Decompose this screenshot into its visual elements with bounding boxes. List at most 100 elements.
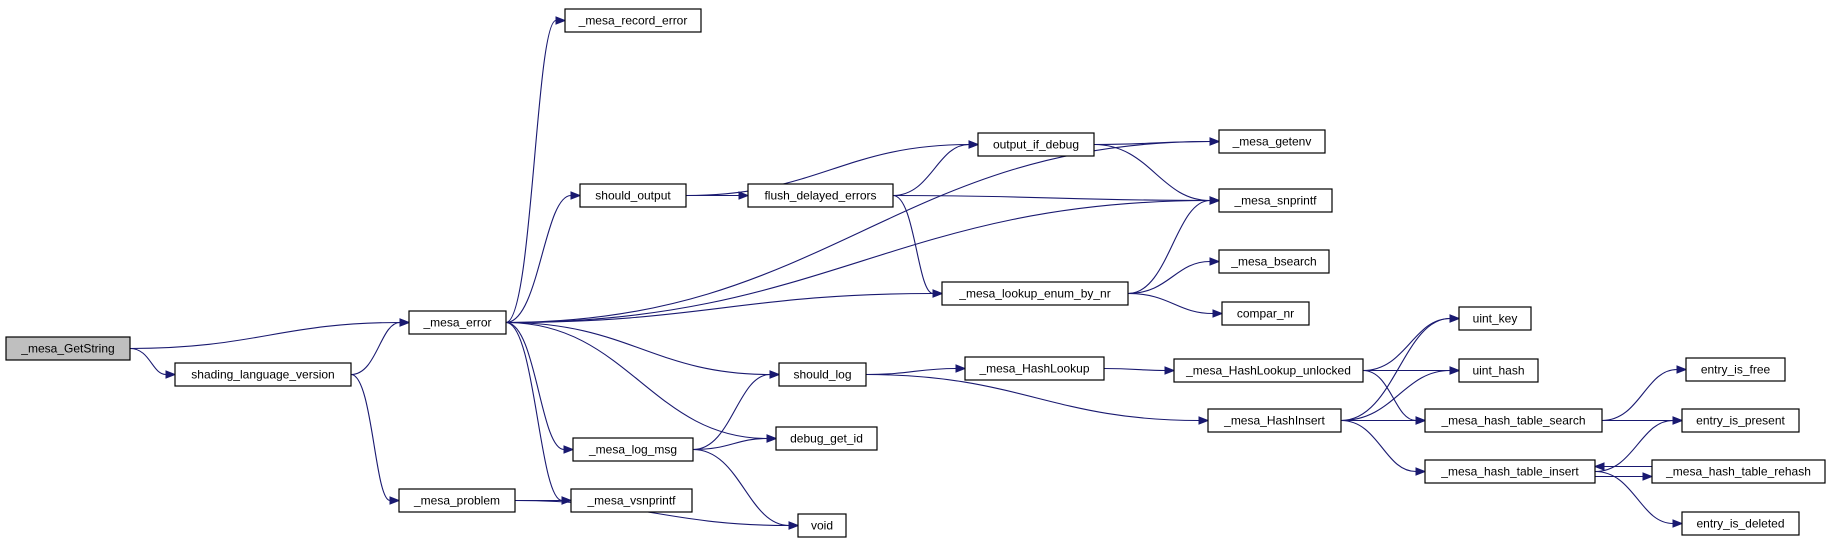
function-node-mesa-record-error[interactable]: _mesa_record_error (564, 8, 702, 33)
function-node-mesa-lookup-enum-by-nr[interactable]: _mesa_lookup_enum_by_nr (941, 281, 1129, 306)
function-node-box (1651, 459, 1826, 484)
call-edge-arrowhead (561, 496, 573, 505)
function-node-compar-nr[interactable]: compar_nr (1221, 301, 1310, 326)
call-edge (1594, 470, 1684, 528)
call-edge-line (1127, 260, 1211, 295)
function-node-mesa-hash-table-search[interactable]: _mesa_hash_table_search (1424, 408, 1603, 433)
function-node-mesa-hashlookup[interactable]: _mesa_HashLookup (964, 356, 1105, 381)
function-node-box (1458, 358, 1539, 383)
call-edge-line (514, 499, 790, 527)
function-node-void[interactable]: void (797, 513, 847, 538)
function-node-label: entry_is_free (1701, 363, 1771, 377)
function-node-mesa-snprintf[interactable]: _mesa_snprintf (1218, 188, 1333, 213)
function-node-mesa-getstring[interactable]: _mesa_GetString (5, 336, 131, 361)
function-node-label: flush_delayed_errors (764, 189, 876, 203)
function-node-label: compar_nr (1237, 307, 1294, 321)
function-node-uint-hash[interactable]: uint_hash (1458, 358, 1539, 383)
function-node-uint-key[interactable]: uint_key (1458, 306, 1532, 331)
function-node-debug-get-id[interactable]: debug_get_id (775, 426, 878, 451)
call-edge (1340, 314, 1461, 422)
function-node-label: output_if_debug (993, 138, 1079, 152)
call-edge-line (1093, 143, 1211, 202)
call-edge-arrowhead (1415, 467, 1427, 476)
function-node-entry-is-free[interactable]: entry_is_free (1685, 357, 1786, 382)
function-node-label: _mesa_snprintf (1233, 194, 1317, 208)
call-edge-line (1127, 199, 1211, 295)
call-edge (129, 318, 411, 350)
function-node-label: _mesa_record_error (578, 14, 688, 28)
call-edge (692, 434, 778, 451)
call-edge (505, 321, 778, 443)
function-node-box (964, 356, 1105, 381)
call-edge-arrowhead (1212, 309, 1224, 318)
call-edge-line (129, 347, 167, 376)
function-node-box (398, 488, 516, 513)
function-node-should-output[interactable]: should_output (579, 183, 687, 208)
function-node-box (572, 437, 694, 462)
call-edge-line (692, 373, 771, 451)
function-node-box (1207, 408, 1342, 433)
call-edge-line (350, 373, 391, 502)
function-node-box (5, 336, 131, 361)
call-edge-line (1601, 368, 1678, 422)
call-edge (505, 289, 944, 324)
function-nodes: _mesa_GetString shading_language_version _… (5, 8, 1826, 538)
function-node-box (570, 488, 693, 513)
call-edge-line (505, 321, 563, 502)
call-edge-line (1340, 369, 1451, 422)
call-edge-line (1594, 419, 1674, 473)
function-node-mesa-bsearch[interactable]: _mesa_bsearch (1218, 249, 1330, 274)
function-node-label: _mesa_hash_table_rehash (1665, 465, 1811, 479)
function-node-output-if-debug[interactable]: output_if_debug (977, 132, 1095, 157)
function-node-mesa-error[interactable]: _mesa_error (408, 310, 507, 335)
call-edge-arrowhead (1209, 137, 1221, 146)
call-edge (1594, 416, 1684, 473)
call-edge-arrowhead (1209, 257, 1221, 266)
call-edge-line (892, 194, 934, 295)
call-edge (1127, 257, 1221, 295)
call-edge-line (505, 292, 934, 324)
call-edge (1103, 366, 1176, 375)
call-edge (129, 347, 177, 379)
function-node-mesa-hashlookup-unlocked[interactable]: _mesa_HashLookup_unlocked (1173, 358, 1364, 383)
call-edge (514, 499, 800, 530)
function-node-entry-is-deleted[interactable]: entry_is_deleted (1681, 511, 1800, 536)
function-node-box (1173, 358, 1364, 383)
function-node-box (1221, 301, 1310, 326)
function-node-mesa-hashinsert[interactable]: _mesa_HashInsert (1207, 408, 1342, 433)
function-node-label: uint_hash (1472, 364, 1524, 378)
call-edges (129, 16, 1688, 530)
call-edge (865, 364, 967, 376)
function-node-entry-is-present[interactable]: entry_is_present (1681, 408, 1800, 433)
function-node-label: entry_is_present (1696, 414, 1785, 428)
call-edge (505, 16, 567, 324)
call-edge-line (1340, 317, 1451, 422)
function-node-label: shading_language_version (191, 368, 334, 382)
function-node-mesa-hash-table-insert[interactable]: _mesa_hash_table_insert (1424, 459, 1596, 484)
function-node-box (174, 362, 352, 387)
call-edge-arrowhead (1642, 472, 1654, 481)
function-node-label: _mesa_vsnprintf (586, 494, 676, 508)
function-node-mesa-vsnprintf[interactable]: _mesa_vsnprintf (570, 488, 693, 513)
function-node-flush-delayed-errors[interactable]: flush_delayed_errors (747, 183, 894, 208)
function-node-shading-language-version[interactable]: shading_language_version (174, 362, 352, 387)
function-node-label: _mesa_bsearch (1230, 255, 1316, 269)
function-node-box (1458, 306, 1532, 331)
call-edge-arrowhead (1676, 365, 1688, 374)
function-node-box (579, 183, 687, 208)
call-edge-line (1103, 367, 1166, 372)
function-node-mesa-log-msg[interactable]: _mesa_log_msg (572, 437, 694, 462)
function-node-label: uint_key (1473, 312, 1518, 326)
call-edge-line (865, 373, 1200, 422)
function-node-mesa-getenv[interactable]: _mesa_getenv (1218, 129, 1326, 154)
call-edge-line (692, 437, 768, 451)
function-node-label: _mesa_getenv (1232, 135, 1312, 149)
call-edge-line (1362, 369, 1417, 422)
function-node-should-log[interactable]: should_log (778, 362, 867, 387)
function-node-box (1218, 249, 1330, 274)
call-edge (692, 448, 800, 530)
function-node-mesa-problem[interactable]: _mesa_problem (398, 488, 516, 513)
call-edge (892, 194, 944, 298)
function-node-mesa-hash-table-rehash[interactable]: _mesa_hash_table_rehash (1651, 459, 1826, 484)
